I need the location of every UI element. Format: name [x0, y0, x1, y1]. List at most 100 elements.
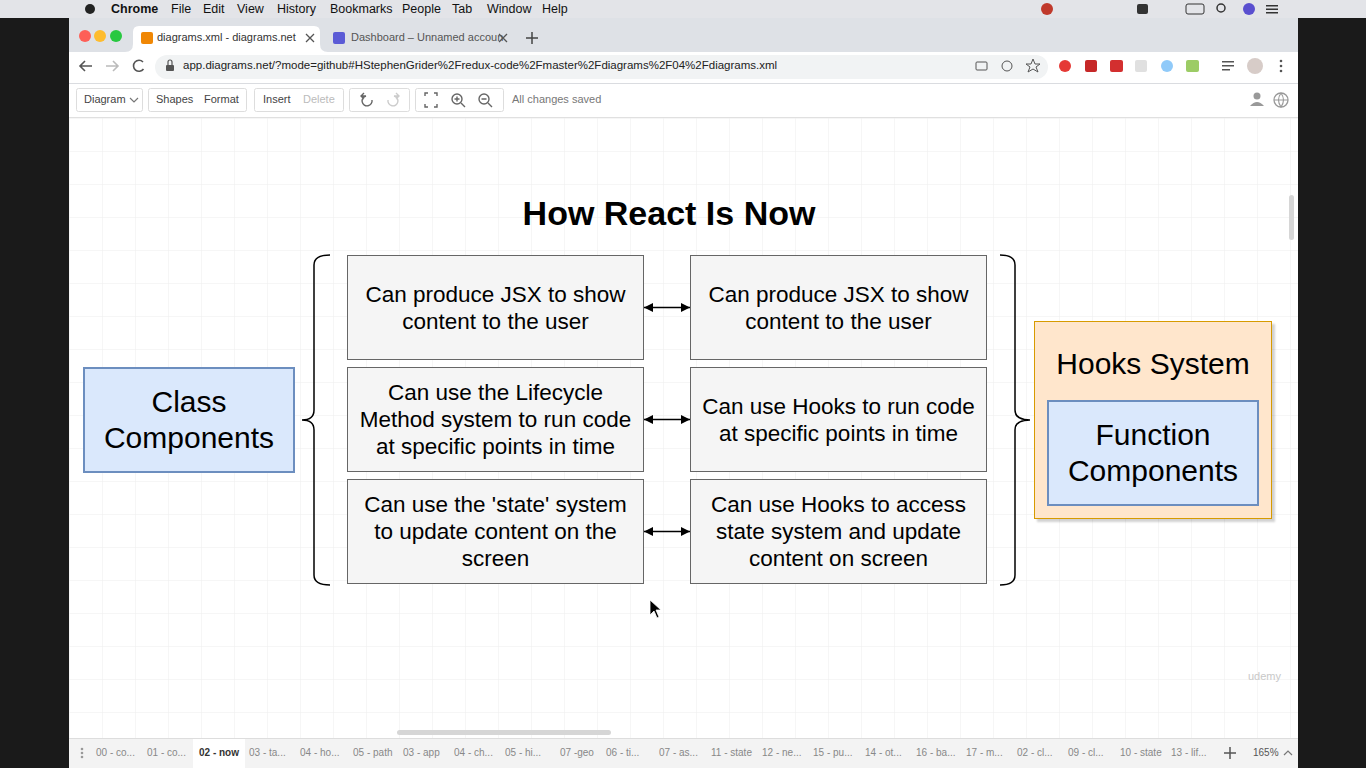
page-tab: 01 - co...: [147, 747, 186, 759]
node-text: Hooks System: [1035, 346, 1271, 382]
node-text: Can use the Lifecycle Method system to r…: [348, 379, 643, 460]
class-components-box: Class Components: [83, 367, 295, 473]
minimize-button: [94, 30, 106, 42]
page-tab: 13 - lif...: [1171, 747, 1207, 759]
menu-item: Edit: [203, 2, 225, 17]
canvas: [69, 118, 1298, 738]
page-tab: 02 - cl...: [1017, 747, 1053, 759]
close-button: [79, 30, 91, 42]
page-tab-divider: [69, 738, 1298, 739]
process-box: Can use Hooks to access state system and…: [690, 479, 987, 584]
page-tab: 04 - ho...: [300, 747, 339, 759]
fit-icon: [425, 93, 437, 107]
page-tab: 06 - ti...: [606, 747, 639, 759]
hooks-system-group: Hooks SystemFunction Components: [1034, 321, 1272, 519]
menu-item: People: [402, 2, 441, 17]
node-text: Function Components: [1049, 417, 1257, 489]
zoom-caret: [1284, 751, 1292, 755]
browser-window: [69, 18, 1298, 768]
mouse-cursor: [650, 600, 661, 618]
canvas-grid: [69, 118, 1298, 738]
add-page-icon: [1224, 747, 1236, 759]
process-box: Can produce JSX to show content to the u…: [690, 255, 987, 360]
menu-item: Bookmarks: [330, 2, 393, 17]
canvas-divider: [69, 117, 1298, 118]
tab-favicon: [333, 32, 345, 44]
undo-icon: [361, 93, 372, 106]
process-box: Can use the Lifecycle Method system to r…: [347, 367, 644, 472]
new-tab-icon: [526, 32, 538, 44]
page-tab: 03 - ta...: [249, 747, 286, 759]
page-tab: 14 - ot...: [865, 747, 902, 759]
process-box: Can use Hooks to run code at specific po…: [690, 367, 987, 472]
node-text: Can produce JSX to show content to the u…: [691, 281, 986, 335]
tab-strip: [69, 18, 1298, 52]
connector-arrow: [644, 531, 690, 533]
tab-title: Dashboard – Unnamed accoun: [351, 31, 503, 44]
toolbar-button: Insert: [263, 93, 291, 106]
menu-item: Chrome: [111, 2, 158, 17]
account-icons: [1250, 93, 1288, 108]
menu-item: Help: [542, 2, 568, 17]
tab-favicon: [141, 32, 153, 44]
toolbar-button: Delete: [303, 93, 335, 106]
page-tab: 00 - co...: [96, 747, 135, 759]
connector-arrow: [644, 419, 690, 421]
page-tab: 10 - state: [1120, 747, 1162, 759]
status-icons: [1041, 3, 1278, 15]
menu-item: Window: [487, 2, 531, 17]
page-tab: 05 - path: [353, 747, 392, 759]
url-field: [155, 55, 1048, 79]
page-tab: 02 - now: [199, 747, 239, 759]
zoom-icons: [452, 94, 492, 107]
menu-item: Tab: [452, 2, 472, 17]
page-tab: 09 - cl...: [1068, 747, 1104, 759]
diagram-title: How React Is Now: [419, 193, 919, 234]
menu-item: History: [277, 2, 316, 17]
active-tab: [125, 26, 328, 52]
node-text: Can use Hooks to run code at specific po…: [691, 393, 986, 447]
page-tab: 15 - pu...: [813, 747, 852, 759]
menu-item: File: [171, 2, 191, 17]
toolbar-groups: [77, 89, 504, 112]
page-tab: 07 -geo: [560, 747, 594, 759]
vertical-scrollbar: [1289, 195, 1294, 240]
dropdown-caret: [130, 98, 138, 102]
page-tab: 04 - ch...: [454, 747, 493, 759]
redo-icon: [388, 93, 399, 106]
save-status: All changes saved: [512, 93, 601, 106]
process-box: Can produce JSX to show content to the u…: [347, 255, 644, 360]
node-text: Can produce JSX to show content to the u…: [348, 281, 643, 335]
toolbar-button: Format: [204, 93, 239, 106]
zoom-button: [110, 30, 122, 42]
page-tab: 11 - state: [711, 747, 752, 759]
watermark: udemy: [1248, 670, 1281, 683]
toolbar-divider: [69, 83, 1298, 84]
function-components-box: Function Components: [1047, 400, 1259, 506]
toolbar-button: Diagram: [84, 93, 126, 106]
tab-title: diagrams.xml - diagrams.net: [157, 31, 296, 44]
process-box: Can use the 'state' system to update con…: [347, 479, 644, 584]
page-tab: 16 - ba...: [916, 747, 955, 759]
lock-icon: [166, 65, 174, 71]
active-page-tab: [193, 739, 245, 768]
forward-icon: [106, 61, 118, 71]
horizontal-scrollbar: [397, 730, 611, 735]
zoom-level: 165%: [1253, 747, 1279, 759]
reload-icon: [134, 60, 144, 71]
address-row: [69, 52, 1298, 83]
page-tab: 05 - hi...: [505, 747, 541, 759]
apple-logo: [85, 4, 95, 14]
menu-bar: [0, 0, 1366, 18]
extension-icons: [976, 58, 1282, 74]
curly-bracket: [302, 255, 330, 585]
url-text: app.diagrams.net/?mode=github#HStephenGr…: [183, 59, 777, 73]
node-text: Can use the 'state' system to update con…: [348, 491, 643, 572]
page-tab: 03 - app: [403, 747, 440, 759]
page-tab-bar: [69, 738, 1298, 768]
curly-bracket: [1000, 255, 1030, 585]
page-menu-icon: [81, 748, 84, 759]
page-tab: 07 - as...: [659, 747, 698, 759]
drawio-toolbar: [69, 84, 1298, 118]
